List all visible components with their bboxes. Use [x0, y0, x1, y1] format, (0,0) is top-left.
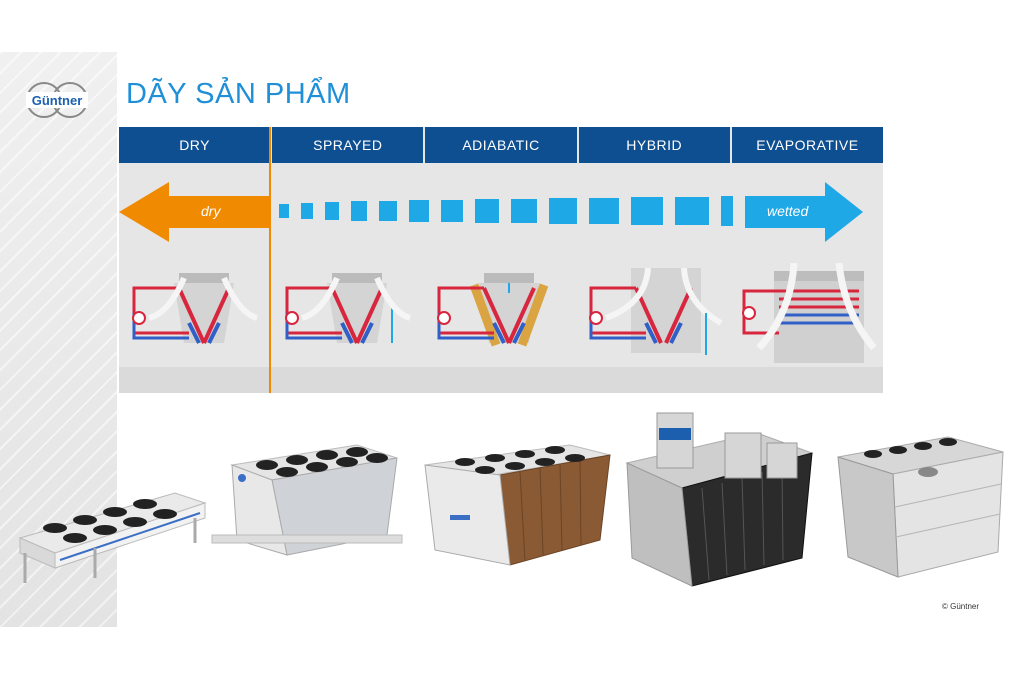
sprayed-cycle-schematic-icon — [285, 273, 412, 344]
wetted-label: wetted — [767, 203, 809, 219]
category-header-bar: DRY SPRAYED ADIABATIC HYBRID EVAPORATIVE — [119, 127, 884, 163]
category-hybrid: HYBRID — [576, 127, 730, 163]
dry-boundary-line — [269, 127, 271, 393]
dry-arrow-icon — [119, 182, 269, 242]
guntner-logo: Güntner — [26, 82, 88, 118]
diagram-floor-strip — [119, 367, 883, 393]
category-evaporative: EVAPORATIVE — [729, 127, 884, 163]
hybrid-cycle-schematic-icon — [589, 267, 723, 355]
dry-wet-scale-arrow — [119, 182, 863, 242]
category-dry: DRY — [119, 127, 271, 163]
dashed-scale-icon — [279, 196, 733, 226]
sprayed-cooler-unit-icon — [211, 444, 403, 556]
evaporative-condenser-icon — [837, 436, 1004, 578]
logo-text: Güntner — [32, 93, 83, 108]
category-adiabatic: ADIABATIC — [423, 127, 577, 163]
dry-label: dry — [201, 203, 221, 219]
page-title: DÃY SẢN PHẨM — [126, 78, 351, 110]
wet-arrow-icon — [745, 182, 863, 242]
dry-cooler-unit-icon — [18, 492, 207, 583]
cooling-range-diagram: DRY SPRAYED ADIABATIC HYBRID EVAPORATIVE… — [119, 127, 884, 393]
evaporative-cycle-schematic-icon — [742, 263, 877, 363]
dry-cycle-schematic-icon — [132, 273, 259, 344]
adiabatic-cycle-schematic-icon — [437, 273, 549, 347]
adiabatic-cooler-unit-icon — [424, 444, 611, 566]
copyright-text: © Güntner — [942, 602, 980, 611]
hybrid-cooling-tower-icon — [625, 412, 814, 587]
category-sprayed: SPRAYED — [270, 127, 424, 163]
